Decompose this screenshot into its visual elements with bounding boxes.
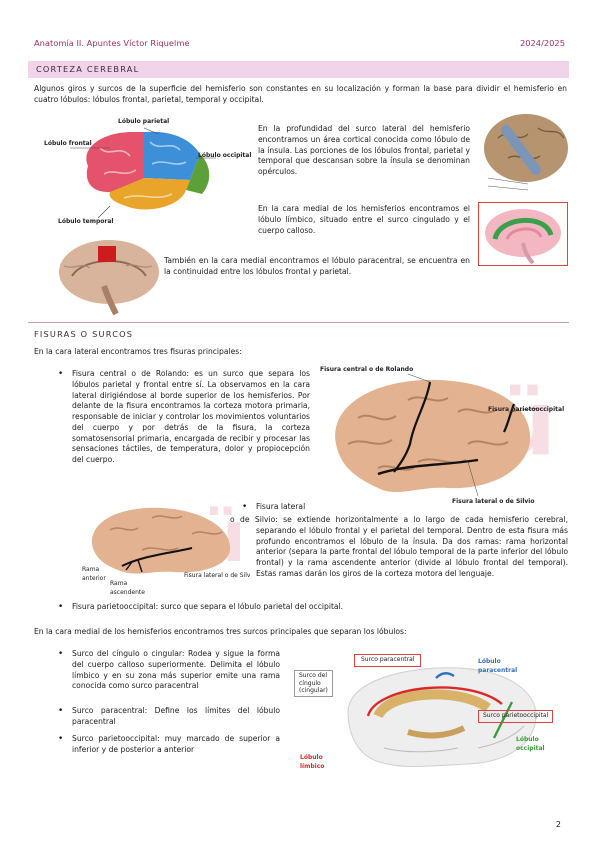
- para-limbico: En la cara medial de los hemisferios enc…: [258, 204, 470, 235]
- label-lateral-silvio-small: Fisura lateral o de Silvio: [184, 572, 250, 579]
- text-paracentral: Surco paracentral: Define los límites de…: [72, 706, 280, 726]
- label-lobulo-parietal: Lóbulo parietal: [118, 118, 170, 125]
- section-title-corteza: CORTEZA CEREBRAL: [36, 64, 140, 74]
- lobes-brain-svg: [70, 127, 216, 219]
- label-fisura-rolando: Fisura central o de Rolando: [320, 366, 414, 373]
- label-fisura-silvio: Fisura lateral o de Silvio: [452, 498, 535, 505]
- lobes-figure: Lóbulo frontal Lóbulo parietal Lóbulo oc…: [40, 118, 252, 230]
- label-lobulo-limbico: Lóbulo límbico: [300, 754, 325, 770]
- lateral-brain-svg: [335, 373, 539, 497]
- medial-surcos-figure: Surco paracentral Surco del cíngulo (cin…: [288, 652, 570, 780]
- label-fisura-parietooccipital: Fisura parietooccipital: [488, 406, 565, 413]
- small-lateral-figure: Rama anterior Rama ascendente Fisura lat…: [82, 500, 250, 594]
- small-lateral-svg: [91, 507, 231, 574]
- label-lobulo-frontal: Lóbulo frontal: [44, 140, 92, 147]
- section-title-fisuras: FISURAS O SURCOS: [34, 329, 134, 339]
- corteza-intro: Algunos giros y surcos de la superficie …: [34, 84, 567, 104]
- para-paracentral: También en la cara medial encontramos el…: [164, 256, 470, 276]
- text-lateral-head: Fisura lateral: [256, 502, 306, 511]
- label-surco-cingulo: Surco del cíngulo (cingular): [294, 670, 333, 697]
- label-lobulo-occipital: Lóbulo occipital: [198, 152, 252, 159]
- bullet-parieto: •: [58, 602, 64, 612]
- medial-sagittal-svg: [59, 240, 159, 316]
- bullet-parietooccipital: •: [58, 734, 64, 744]
- bullet-cingulo: •: [58, 649, 64, 659]
- limbic-figure: [478, 202, 568, 266]
- section-bar-corteza: [28, 61, 569, 78]
- label-lobulo-temporal: Lóbulo temporal: [58, 218, 114, 225]
- text-parieto: Fisura parietooccipital: surco que separ…: [72, 602, 344, 611]
- fisuras-lateral-intro: En la cara lateral encontramos tres fisu…: [34, 347, 242, 356]
- para-insula: En la profundidad del surco lateral del …: [258, 124, 470, 177]
- medial-surcos-svg: [347, 667, 537, 767]
- bullet-rolando: •: [58, 369, 64, 379]
- insula-svg: [484, 114, 568, 191]
- label-lobulo-occipital-medial: Lóbulo occipital: [516, 736, 545, 752]
- header-right: 2024/2025: [519, 38, 565, 48]
- text-cingulo: Surco del cíngulo o cingular: Rodea y si…: [72, 649, 280, 691]
- bullet-paracentral: •: [58, 706, 64, 716]
- label-rama-ascendente: Rama ascendente: [110, 580, 145, 594]
- medial-sagittal-figure: [54, 236, 164, 316]
- lateral-brain-figure: Fisura central o de Rolando Fisura parie…: [318, 364, 568, 510]
- limbic-svg: [485, 209, 561, 265]
- text-parietooccipital-surco: Surco parietooccipital: muy marcado de s…: [72, 734, 280, 754]
- label-lobulo-paracentral: Lóbulo paracentral: [478, 658, 518, 674]
- text-lateral-body: o de Silvio: se extiende horizontalmente…: [230, 515, 568, 578]
- page-number: 2: [555, 819, 561, 829]
- insula-figure: [478, 108, 568, 196]
- bullet-lateral: •: [242, 502, 248, 512]
- label-surco-paracentral: Surco paracentral: [354, 654, 422, 667]
- fisuras-medial-intro: En la cara medial de los hemisferios enc…: [34, 627, 407, 636]
- header-left: Anatomía II. Apuntes Víctor Riquelme: [34, 38, 190, 48]
- text-rolando: Fisura central o de Rolando: es un surco…: [72, 369, 310, 465]
- label-surco-parietooccipital: Surco parietooccipital: [478, 710, 554, 723]
- label-rama-anterior: Rama anterior: [82, 566, 106, 582]
- section-line-fisuras: [28, 322, 569, 323]
